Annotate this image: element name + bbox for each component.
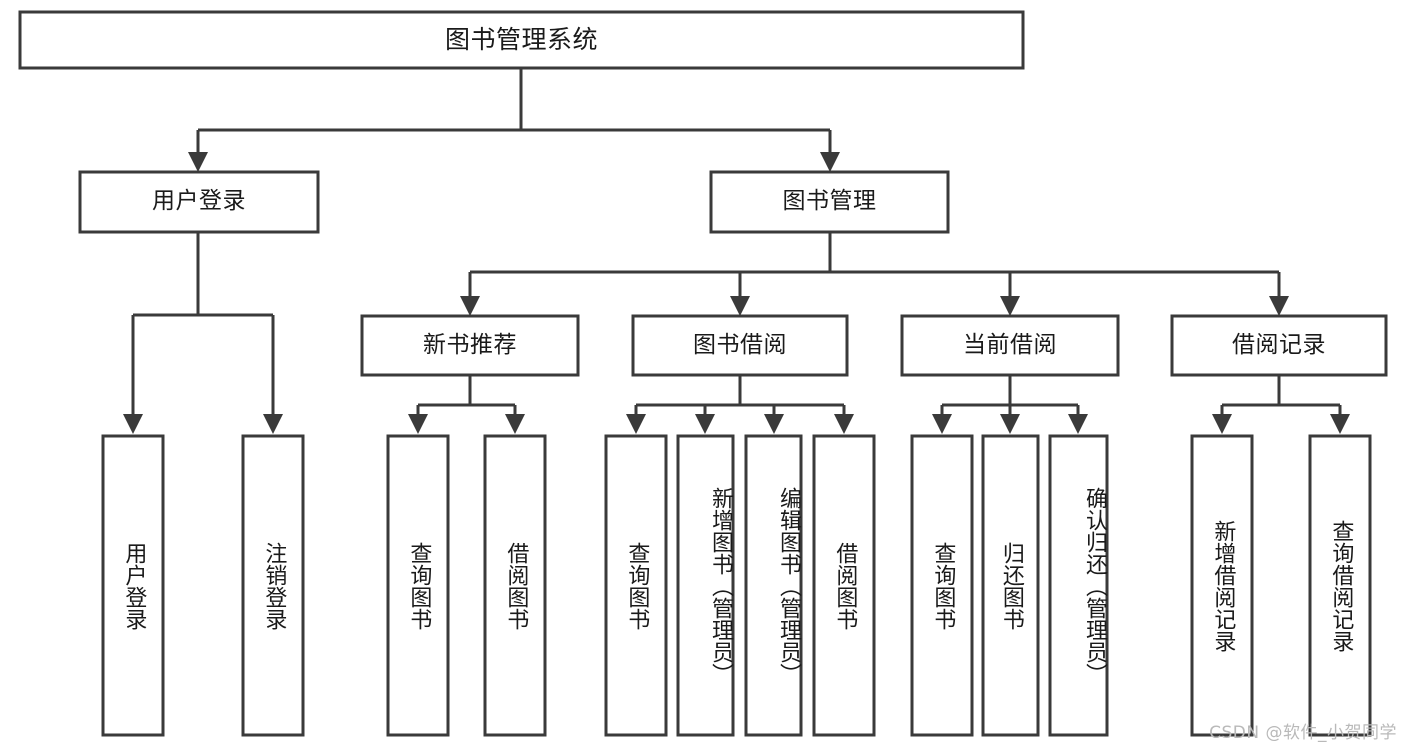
leaf-box-borrow-record-0[interactable] [1190, 434, 1254, 737]
arrowhead-nb-leaf-2 [505, 414, 525, 434]
node-box-user-login[interactable] [78, 170, 320, 234]
leaf-box-current-borrow-0[interactable] [910, 434, 974, 737]
arrowhead-leaf-logout [263, 414, 283, 434]
node-box-borrow-record[interactable] [1170, 314, 1388, 377]
leaf-box-book-borrow-0[interactable] [604, 434, 668, 737]
node-box-book-manage[interactable] [709, 170, 950, 234]
arrowhead-current-borrow [1000, 296, 1020, 316]
arrowhead-br-leaf-2 [1330, 414, 1350, 434]
leaf-box-current-borrow-1[interactable] [981, 434, 1040, 737]
leaf-box-new-book-0[interactable] [386, 434, 450, 737]
arrowhead-cb-leaf-1 [932, 414, 952, 434]
node-box-new-book-recommend[interactable] [360, 314, 580, 377]
arrowhead-book-manage [820, 152, 840, 172]
leaf-box-new-book-1[interactable] [483, 434, 547, 737]
arrowhead-book-borrow [730, 296, 750, 316]
arrowhead-br-leaf-1 [1212, 414, 1232, 434]
leaf-box-book-borrow-3[interactable] [812, 434, 876, 737]
arrowhead-borrow-record [1269, 296, 1289, 316]
leaf-box-book-borrow-2[interactable] [744, 434, 803, 737]
arrowhead-new-book [460, 296, 480, 316]
node-box-title[interactable] [18, 10, 1025, 70]
arrowhead-cb-leaf-3 [1068, 414, 1088, 434]
arrowhead-user-login [188, 152, 208, 172]
leaf-box-user-login-0[interactable] [101, 434, 165, 737]
leaf-box-book-borrow-1[interactable] [676, 434, 735, 737]
node-box-book-borrow[interactable] [631, 314, 849, 377]
arrowhead-cb-leaf-2 [1000, 414, 1020, 434]
leaf-box-user-login-1[interactable] [241, 434, 305, 737]
arrowhead-bb-leaf-1 [626, 414, 646, 434]
node-box-current-borrow[interactable] [900, 314, 1120, 377]
leaf-box-current-borrow-2[interactable] [1048, 434, 1109, 737]
arrowhead-bb-leaf-2 [695, 414, 715, 434]
arrowhead-nb-leaf-1 [408, 414, 428, 434]
leaf-box-borrow-record-1[interactable] [1308, 434, 1372, 737]
arrowhead-bb-leaf-3 [764, 414, 784, 434]
arrowhead-leaf-user-login [123, 414, 143, 434]
arrowhead-bb-leaf-4 [834, 414, 854, 434]
